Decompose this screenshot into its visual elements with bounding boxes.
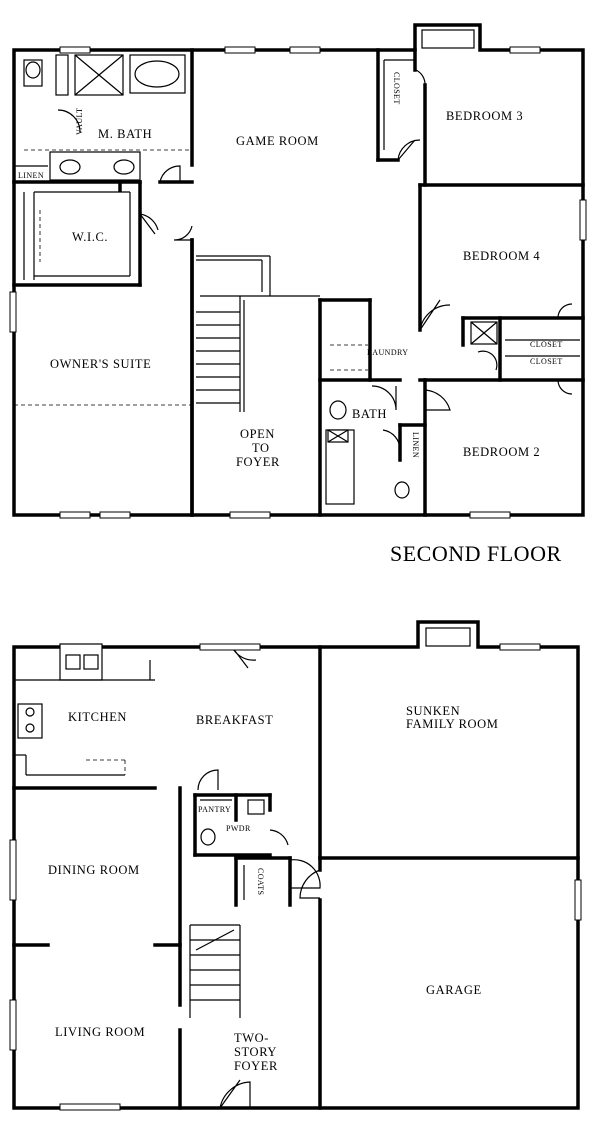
room-label-bedroom-4: BEDROOM 4: [463, 249, 540, 263]
room-label-dining-room: DINING ROOM: [48, 863, 140, 877]
room-label-wic: W.I.C.: [72, 230, 108, 244]
room-label-two: TWO-: [234, 1031, 269, 1045]
first-floor-plan: KITCHEN BREAKFAST SUNKEN FAMILY ROOM PAN…: [9, 620, 582, 1111]
room-label-to: TO: [252, 441, 270, 455]
room-label-pantry: PANTRY: [198, 805, 231, 814]
room-label-closet: CLOSET: [392, 72, 401, 105]
room-label-garage: GARAGE: [426, 983, 482, 997]
room-label-bedroom-2: BEDROOM 2: [463, 445, 540, 459]
room-label-bedroom-3: BEDROOM 3: [446, 109, 523, 123]
room-label-family-room: FAMILY ROOM: [406, 717, 499, 731]
room-label-pwdr: PWDR: [226, 824, 251, 833]
room-label-closet-bedroom-4: CLOSET: [530, 340, 563, 349]
room-label-foyer: FOYER: [234, 1059, 278, 1073]
room-label-living-room: LIVING ROOM: [55, 1025, 145, 1039]
room-label-vault: VAULT: [75, 108, 84, 135]
second-floor-title: SECOND FLOOR: [390, 541, 562, 566]
room-label-linen: LINEN: [18, 171, 44, 180]
room-label-linen-hall: LINEN: [411, 432, 420, 458]
room-label-kitchen: KITCHEN: [68, 710, 127, 724]
room-label-sunken: SUNKEN: [406, 704, 460, 718]
room-label-breakfast: BREAKFAST: [196, 713, 273, 727]
room-label-laundry: LAUNDRY: [367, 348, 408, 357]
room-label-m-bath: M. BATH: [98, 127, 152, 141]
room-label-open: OPEN: [240, 427, 275, 441]
room-label-owners-suite: OWNER'S SUITE: [50, 357, 151, 371]
room-label-closet-bedroom-2: CLOSET: [530, 357, 563, 366]
room-label-coats: COATS: [256, 868, 265, 895]
room-label-bath: BATH: [352, 407, 387, 421]
second-floor-plan: M. BATH VAULT LINEN W.I.C. OWNER'S SUITE…: [9, 23, 587, 566]
room-label-open-foyer: FOYER: [236, 455, 280, 469]
room-label-story: STORY: [234, 1045, 277, 1059]
room-label-game-room: GAME ROOM: [236, 134, 319, 148]
